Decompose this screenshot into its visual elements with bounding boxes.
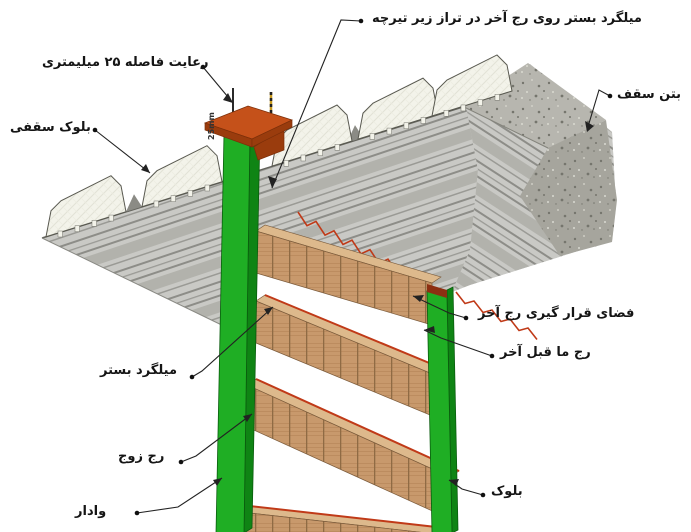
- label-block: بلوک: [491, 484, 523, 499]
- label-last-row-space: فضای قرار گیری رج آخر: [478, 306, 635, 321]
- foam-block: [141, 145, 223, 208]
- ceiling-ribs: [42, 106, 478, 330]
- cap-plate: [203, 88, 293, 161]
- label-rebar-on-last-row: میلگرد بستر روی رج آخر در تراز زیر تیرچه: [372, 11, 642, 26]
- column-left: [215, 128, 261, 532]
- label-stud: وادار: [75, 504, 107, 519]
- masonry-rows: [231, 224, 460, 532]
- foam-block: [45, 175, 127, 238]
- label-ceiling-concrete: بتن سقف: [617, 87, 682, 102]
- row-bottom: [231, 510, 422, 532]
- label-even-row: رج زوج: [118, 449, 165, 464]
- label-dim-25mm: 25mm: [207, 112, 216, 140]
- label-bed-rebar: میلگرد بستر: [100, 363, 178, 378]
- label-row-before-last: رج ما قبل آخر: [500, 345, 591, 360]
- label-ceiling-block: بلوک سقفی: [10, 120, 91, 135]
- foam-block: [431, 54, 513, 117]
- label-spacing-25mm: رعایت فاصله ۲۵ میلیمتری: [42, 55, 209, 70]
- column-right: [426, 284, 459, 532]
- leader-lines: [92, 18, 613, 516]
- ceiling-blocks: [45, 54, 513, 238]
